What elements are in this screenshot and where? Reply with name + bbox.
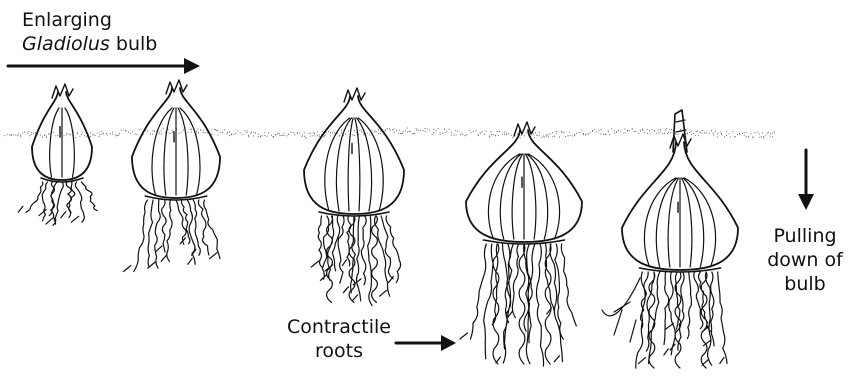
pulling-label-line1: Pulling	[764, 224, 846, 248]
arrow-right-icon	[396, 335, 456, 351]
enlarging-label-line2: Gladiolus bulb	[22, 32, 157, 56]
roots	[18, 182, 97, 225]
genus-name: Gladiolus	[22, 33, 110, 55]
bulb-stage-3	[304, 88, 404, 306]
arrow-down-icon	[798, 150, 814, 210]
enlarging-label-line1: Enlarging	[22, 8, 157, 32]
roots	[602, 272, 727, 368]
roots	[311, 216, 400, 306]
arrow-right-icon	[8, 58, 200, 74]
roots	[460, 244, 576, 366]
bulb-ridges	[152, 108, 200, 195]
soil-dots	[4, 128, 775, 138]
roots	[124, 200, 220, 272]
pulling-down-label: Pulling down of bulb	[764, 224, 846, 296]
bulb-outline	[304, 96, 404, 214]
bulb-ridges	[644, 178, 715, 267]
pulling-label-line2: down of	[764, 248, 846, 272]
contractile-label-line1: Contractile	[282, 315, 396, 339]
bulb-ridges	[488, 154, 559, 239]
soil-surface	[4, 128, 775, 138]
bulb-tip	[52, 84, 73, 98]
bulb-ridges	[50, 108, 75, 177]
bulb-stage-1	[18, 84, 97, 225]
bulb-tip	[166, 80, 187, 94]
bulb-stage-5	[602, 110, 738, 368]
pulling-label-line3: bulb	[764, 272, 846, 296]
bulb-stage-2	[124, 80, 220, 272]
bulb-tip	[344, 88, 365, 102]
enlarging-label: Enlarging Gladiolus bulb	[22, 8, 157, 56]
contractile-roots-label: Contractile roots	[282, 315, 396, 363]
contractile-label-line2: roots	[282, 339, 396, 363]
bulb-word: bulb	[110, 33, 157, 55]
bulb-stage-4	[460, 122, 582, 366]
